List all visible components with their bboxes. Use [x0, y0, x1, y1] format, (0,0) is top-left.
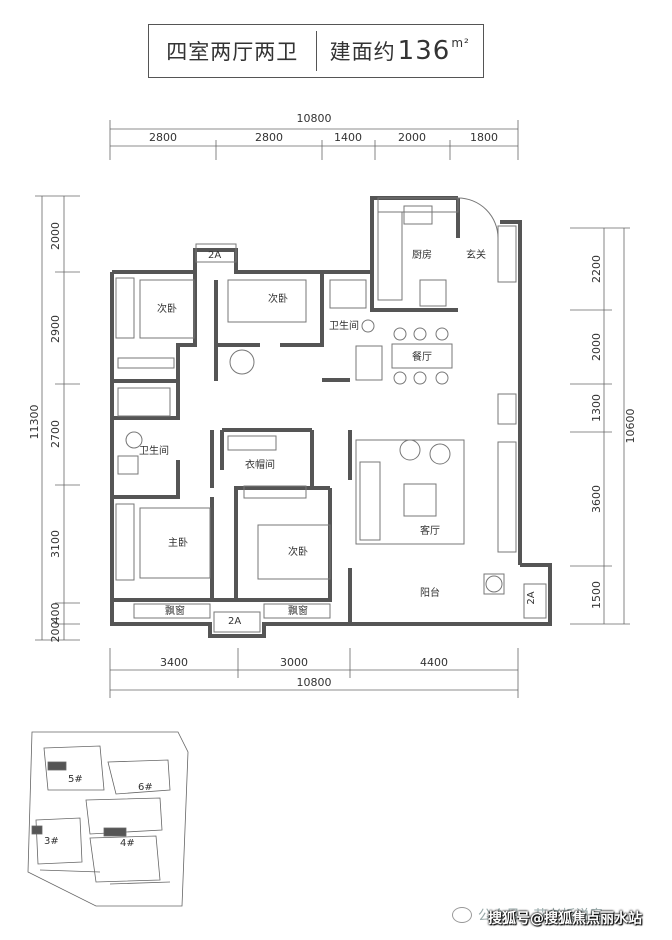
site-building-5: 5#	[68, 774, 83, 785]
counter-icon	[377, 211, 403, 301]
washbasin-icon	[117, 455, 139, 475]
left-dim-4: 3100	[49, 530, 62, 558]
top-dimensions	[109, 120, 519, 160]
right-dim-2: 2000	[590, 333, 603, 361]
top-dim-5: 1800	[470, 131, 498, 144]
toilet-icon	[125, 431, 143, 449]
bed-icon	[139, 507, 211, 579]
sofa-icon	[355, 439, 465, 545]
bottom-dim-3: 4400	[420, 656, 448, 669]
site-building-3: 3#	[44, 836, 59, 847]
left-total-dim: 11300	[28, 405, 41, 440]
left-dim-6: 200	[49, 622, 62, 643]
room-label-bedroom-n: 次卧	[268, 292, 288, 305]
armchair-icon	[399, 439, 421, 461]
wechat-icon	[452, 907, 472, 923]
room-label-bedroom-s: 次卧	[288, 545, 308, 558]
shower-icon	[117, 387, 171, 417]
coffee-table-icon	[403, 483, 437, 517]
bed-icon	[227, 279, 307, 323]
top-dim-4: 2000	[398, 131, 426, 144]
room-label-bay-window-1: 飘窗	[165, 604, 185, 617]
stove-icon	[403, 205, 433, 225]
windows	[115, 197, 547, 633]
bottom-total-dim: 10800	[297, 676, 332, 689]
dining-table-icon	[391, 343, 453, 369]
bottom-dim-1: 3400	[160, 656, 188, 669]
layout-type: 四室两厅两卫	[166, 40, 299, 64]
layout-header: 四室两厅两卫 建面约 136 m²	[148, 24, 484, 78]
vanity-icon	[355, 345, 383, 381]
room-label-entry: 玄关	[466, 248, 486, 261]
ac-label-bottom: 2A	[228, 616, 241, 627]
sink-icon	[229, 349, 255, 375]
shower-icon	[329, 279, 367, 309]
watermark-account: 公众号 · 艾老板说房	[478, 908, 604, 924]
room-label-closet: 衣帽间	[245, 458, 275, 471]
left-dim-3: 2700	[49, 420, 62, 448]
room-label-dining: 餐厅	[412, 350, 432, 363]
room-label-master: 主卧	[168, 536, 188, 549]
site-building-4: 4#	[120, 838, 135, 849]
site-plan	[27, 731, 189, 907]
armchair-icon	[429, 443, 451, 465]
room-label-bedroom-nw: 次卧	[157, 302, 177, 315]
bottom-dimensions	[109, 648, 519, 698]
right-dim-4: 3600	[590, 485, 603, 513]
area-prefix: 建面约	[329, 40, 396, 64]
ac-label-top: 2A	[208, 250, 221, 261]
right-dim-5: 1500	[590, 581, 603, 609]
watermark: 公众号 · 艾老板说房 搜狐号@搜狐焦点丽水站	[452, 902, 662, 928]
room-label-bay-window-2: 飘窗	[288, 604, 308, 617]
bottom-dim-2: 3000	[280, 656, 308, 669]
top-dim-3: 1400	[334, 131, 362, 144]
bed-icon	[139, 279, 195, 339]
toilet-icon	[361, 319, 375, 333]
wardrobe-icon	[243, 485, 307, 499]
left-dim-2: 2900	[49, 315, 62, 343]
ac-label-right: 2A	[526, 591, 537, 604]
watermark-overlay: 搜狐号@搜狐焦点丽水站	[488, 911, 642, 927]
right-dim-1: 2200	[590, 255, 603, 283]
area-unit: m²	[451, 36, 470, 50]
top-total-dim: 10800	[297, 112, 332, 125]
left-dim-1: 2000	[49, 222, 62, 250]
right-dim-3: 1300	[590, 394, 603, 422]
room-label-bath-west: 卫生间	[139, 444, 169, 457]
right-total-dim: 10600	[624, 409, 637, 444]
wardrobe-icon	[117, 357, 175, 369]
room-label-kitchen: 厨房	[412, 248, 432, 261]
left-dimensions	[35, 195, 80, 641]
bed-icon	[257, 524, 331, 580]
right-dimensions	[570, 227, 630, 625]
site-building-6: 6#	[138, 782, 153, 793]
header-divider	[315, 31, 317, 71]
room-label-balcony: 阳台	[420, 586, 440, 599]
top-dim-1: 2800	[149, 131, 177, 144]
top-dim-2: 2800	[255, 131, 283, 144]
wardrobe-icon	[227, 435, 277, 451]
area-value: 136	[397, 36, 451, 66]
washer-icon	[485, 575, 503, 593]
area-label: 建面约 136 m²	[317, 36, 484, 66]
walls	[110, 196, 552, 638]
furniture	[117, 197, 505, 595]
room-label-living: 客厅	[420, 524, 440, 537]
left-dim-5: 400	[49, 603, 62, 624]
fridge-icon	[419, 279, 447, 307]
room-label-bath-center: 卫生间	[329, 319, 359, 332]
